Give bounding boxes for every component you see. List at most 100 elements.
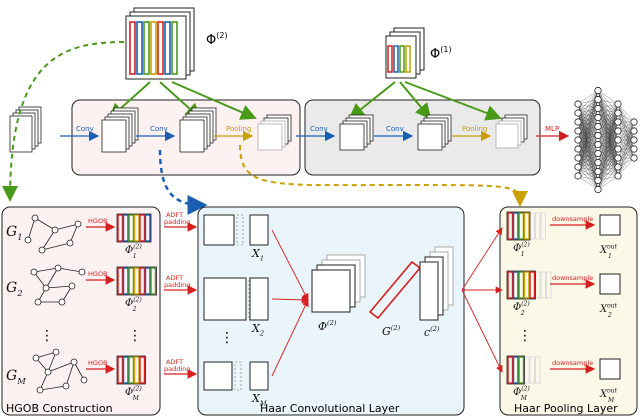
phi2-top-column (143, 21, 150, 75)
pool-output-label-base: X (599, 304, 608, 315)
graph-label-sub: 1 (17, 232, 22, 242)
conv-arrow (271, 299, 309, 377)
phi1-top-label: Φ(1) (430, 45, 452, 62)
green-arrow-4 (348, 81, 396, 120)
mlp-edge (617, 103, 635, 123)
hgob-matrix-column (128, 267, 135, 295)
pool-matrix-column (523, 271, 530, 299)
mlp-edge (577, 162, 599, 177)
graph-edge (65, 361, 75, 387)
label-mlp: MLP (545, 125, 559, 133)
graph-node (32, 354, 40, 362)
mlp-neuron (574, 172, 582, 180)
graph-edge (27, 217, 36, 241)
green-arrow-6 (404, 81, 502, 121)
pool-matrix-column (523, 212, 530, 240)
mlp-neuron (614, 136, 622, 144)
pool-matrix-faded-column (540, 212, 546, 240)
pool-output-label-sup: out (607, 303, 617, 310)
downsample-label: downsample (552, 215, 593, 223)
mlp-neuron (594, 140, 602, 149)
hgob-matrix-column (139, 356, 146, 384)
mlp-neuron (574, 127, 582, 135)
mlp-edge (617, 157, 635, 177)
mlp-neuron (630, 136, 638, 144)
graph-label-base: G (6, 280, 17, 296)
pool-phi-label-sub: 1 (521, 251, 525, 258)
adft-square (203, 361, 233, 391)
feature-map (417, 123, 443, 151)
downsample-label: downsample (552, 359, 593, 367)
graph-node (30, 268, 38, 276)
mlp-neuron (614, 118, 622, 126)
phi2-top-column (164, 21, 171, 75)
hgob-arrow-label: HGOB (88, 270, 108, 278)
mlp-neuron (594, 86, 602, 95)
dashed-blue-link (158, 149, 208, 215)
pool-matrix-column (518, 212, 525, 240)
pool-phi-label-sub: M (520, 395, 528, 402)
label-conv-4: Conv (386, 125, 404, 133)
hgob-matrix-dots: ⋮ (128, 328, 142, 344)
mlp-neuron (630, 127, 638, 135)
mlp-edge (597, 157, 619, 190)
graph-node (78, 268, 86, 276)
mlp-edge (577, 90, 599, 159)
graph-node (58, 298, 66, 306)
mlp-neuron (574, 118, 582, 126)
pool-matrix-frame (506, 355, 525, 385)
mlp-neuron (574, 154, 582, 162)
hgob-matrix-column (128, 356, 135, 384)
hgob-arrow-label: HGOB (88, 359, 108, 367)
hgob-phi-label-sub: 1 (133, 253, 137, 260)
mlp-neuron (574, 136, 582, 144)
mlp-edge (577, 90, 599, 123)
pool-matrix-column (512, 271, 519, 299)
mlp-edge (597, 112, 619, 190)
hgob-phi-label: Φ(2)2 (125, 297, 142, 314)
hgob-matrix-column (133, 267, 140, 295)
mlp-edge (577, 175, 599, 190)
graph-edge (35, 351, 57, 359)
pool-matrix-frame (506, 211, 531, 241)
mlp-edge (577, 90, 599, 177)
adft-pad (236, 214, 244, 246)
pool-matrix-frame (506, 270, 536, 300)
pool-output-label-sup: out (607, 244, 617, 251)
hgob-matrix-column (133, 214, 140, 242)
label-conv-1: Conv (76, 125, 94, 133)
mlp-edge (577, 90, 599, 168)
hgob-matrix-frame (116, 213, 152, 243)
phi-stack-layer (311, 269, 351, 313)
input-label-base: X (251, 247, 261, 260)
graph-edge (39, 385, 67, 391)
mlp-edge (577, 90, 599, 114)
graph-node (51, 226, 59, 234)
input-label-sub: M (259, 399, 267, 407)
mlp-neuron (594, 158, 602, 167)
pool-phi-label-base: Φ (513, 387, 521, 398)
mlp-neuron (574, 163, 582, 171)
pool-phi-label-sup: (2) (521, 386, 530, 393)
pool-matrix-faded-column (540, 271, 546, 299)
input-label-sub: 2 (259, 329, 264, 337)
graph-label-base: G (6, 224, 17, 240)
hgob-phi-label-base: Φ (125, 298, 133, 309)
hgob-matrix-column (122, 214, 129, 242)
mlp-edge (597, 103, 619, 118)
mlp-neuron (594, 95, 602, 104)
graph-node (42, 284, 50, 292)
phi2-top-column (171, 21, 178, 75)
hgob-title: HGOB Construction (6, 402, 113, 415)
graph-edge (54, 223, 79, 231)
graph-edge (45, 285, 73, 289)
pool-matrix-column (512, 356, 519, 384)
g-label: G(2) (382, 324, 401, 338)
mlp-neuron (574, 109, 582, 117)
graph-edge (41, 242, 71, 251)
pool-output-label-sub: 2 (607, 312, 612, 319)
feature-map (339, 123, 365, 151)
graph-label: GM (6, 368, 26, 386)
